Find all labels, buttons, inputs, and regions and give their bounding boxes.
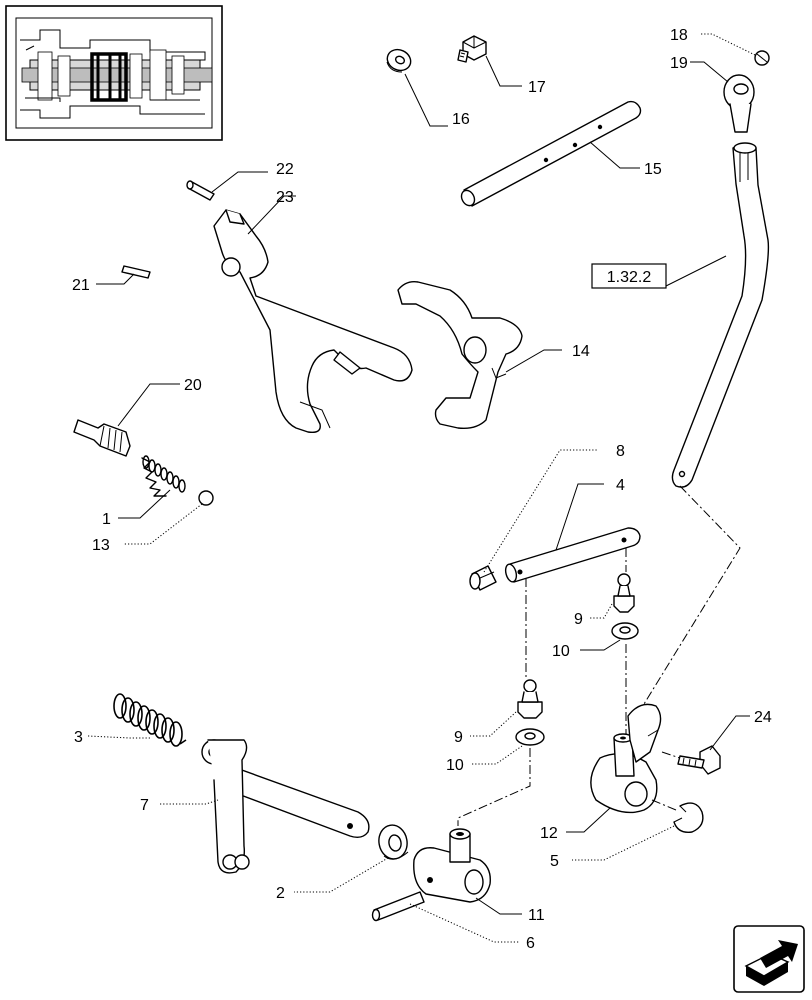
- part-9-ball-pin-lower: [517, 679, 543, 719]
- callout-23: 23: [276, 189, 294, 206]
- callout-19: 19: [670, 55, 688, 72]
- callout-9-upper: 9: [574, 611, 583, 628]
- part-5-circlip: [673, 802, 704, 833]
- part-10-washer-upper: [611, 622, 639, 640]
- gear-lever-rod: [671, 142, 770, 488]
- callout-labels: 16 17 18 19 15 22 23 21 14 20 8 4 1 13 9…: [72, 27, 772, 952]
- part-12-selector-block: [590, 703, 662, 814]
- part-9-ball-pin-upper: [613, 573, 635, 613]
- callout-9-lower: 9: [454, 729, 463, 746]
- callout-16: 16: [452, 111, 470, 128]
- part-18-plug: [754, 50, 770, 66]
- part-6-pin: [371, 891, 425, 922]
- part-23-shift-fork: [213, 209, 413, 434]
- part-24-bolt: [677, 745, 721, 775]
- part-19-ball-socket: [723, 74, 755, 133]
- part-14-shift-fork: [397, 280, 523, 430]
- callout-21: 21: [72, 277, 90, 294]
- part-21-pin: [121, 265, 151, 279]
- next-page-arrow-icon[interactable]: [733, 925, 805, 993]
- callout-2: 2: [276, 885, 285, 902]
- callout-4: 4: [616, 477, 625, 494]
- part-15-rod: [460, 100, 642, 207]
- part-20-detent-stud: [73, 419, 131, 457]
- callout-13: 13: [92, 537, 110, 554]
- reference-box[interactable]: 1.32.2: [591, 263, 667, 289]
- part-13-ball: [198, 490, 214, 506]
- callout-3: 3: [74, 729, 83, 746]
- transmission-thumbnail-icon[interactable]: [5, 5, 223, 141]
- callout-11: 11: [528, 907, 545, 924]
- part-4-rod: [504, 527, 641, 583]
- reference-label: 1.32.2: [607, 269, 652, 286]
- callout-8: 8: [616, 443, 625, 460]
- callout-20: 20: [184, 377, 202, 394]
- callout-12: 12: [540, 825, 558, 842]
- part-16-washer: [386, 48, 412, 73]
- part-1-spring: [141, 455, 186, 497]
- callout-15: 15: [644, 161, 662, 178]
- part-7-shaft-lever: [201, 739, 370, 874]
- callout-1: 1: [102, 511, 111, 528]
- callout-14: 14: [572, 343, 590, 360]
- callout-24: 24: [754, 709, 772, 726]
- part-17-bolt: [457, 35, 487, 63]
- part-8-bushing: [469, 565, 497, 591]
- part-22-pin: [186, 180, 215, 201]
- callout-7: 7: [140, 797, 149, 814]
- callout-22: 22: [276, 161, 294, 178]
- callout-10-lower: 10: [446, 757, 464, 774]
- callout-6: 6: [526, 935, 535, 952]
- callout-5: 5: [550, 853, 559, 870]
- part-10-washer-lower: [515, 728, 545, 746]
- callout-17: 17: [528, 79, 546, 96]
- callout-10-upper: 10: [552, 643, 570, 660]
- part-2-washer: [378, 824, 409, 860]
- part-11-pivot-block: [413, 828, 491, 903]
- part-3-spring: [113, 693, 187, 747]
- callout-18: 18: [670, 27, 688, 44]
